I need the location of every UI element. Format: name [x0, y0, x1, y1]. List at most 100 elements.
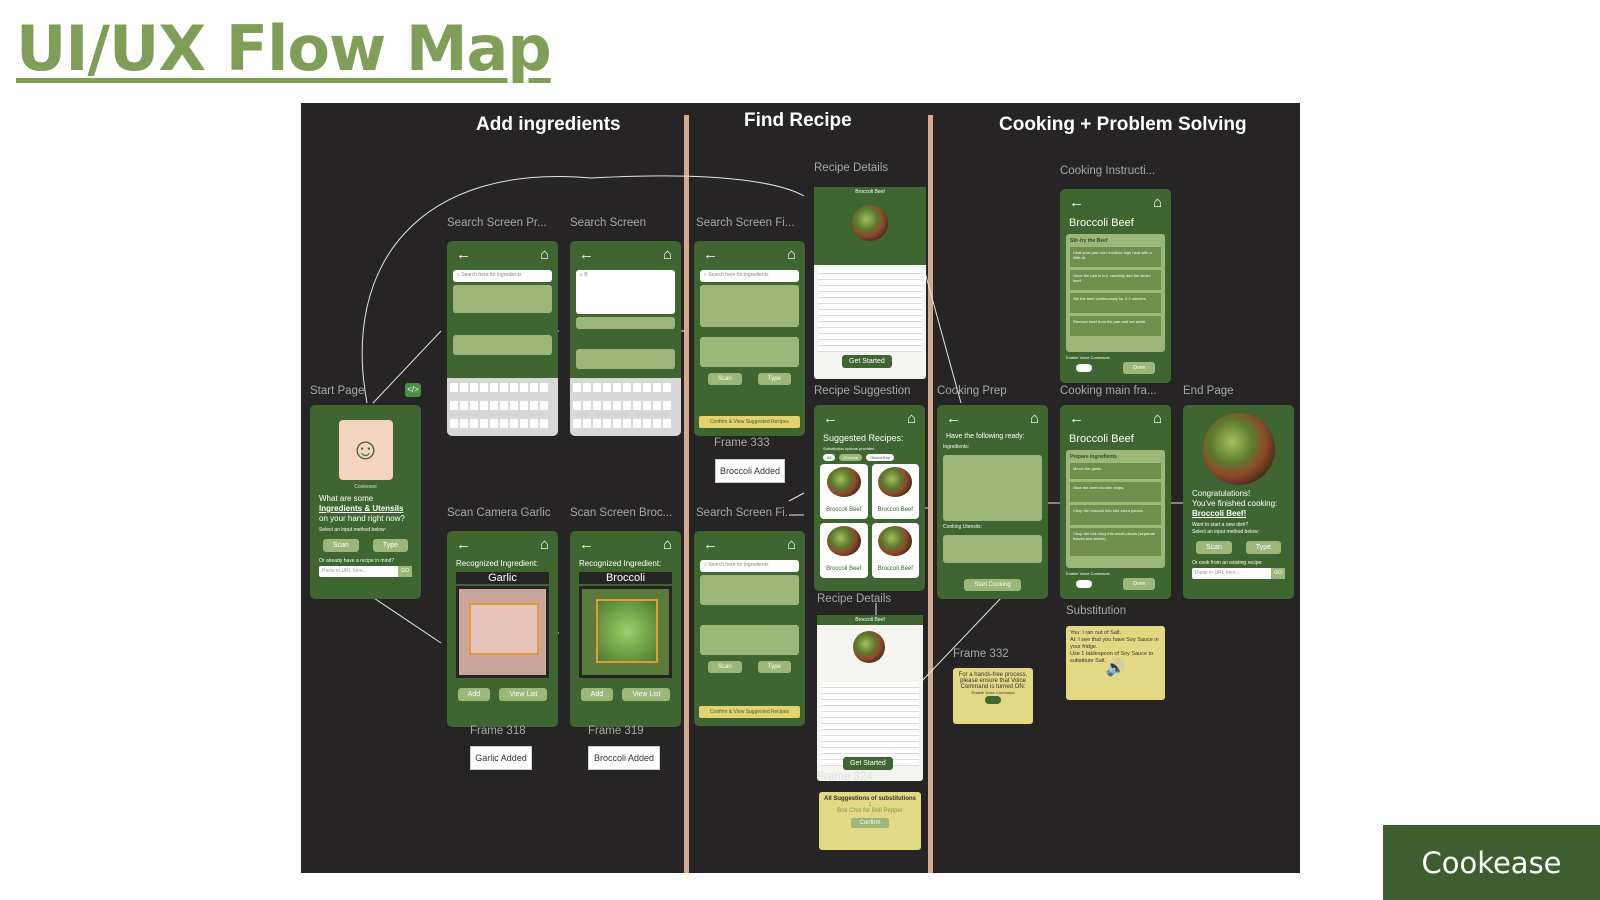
- keyboard[interactable]: [447, 378, 558, 436]
- frame-label-scan-broccoli: Scan Screen Broc...: [570, 507, 673, 519]
- voice-toggle[interactable]: [985, 696, 1001, 704]
- speaker-icon[interactable]: 🔊: [1105, 660, 1126, 677]
- back-arrow-icon[interactable]: ←: [823, 409, 838, 427]
- home-icon[interactable]: ⌂: [539, 245, 549, 263]
- scan-button[interactable]: Scan: [708, 373, 742, 385]
- frame-end-page[interactable]: Congratulations! You've finished cooking…: [1183, 405, 1294, 599]
- scan-button[interactable]: Scan: [708, 661, 742, 673]
- done-button[interactable]: Done: [1123, 362, 1156, 374]
- back-arrow-icon[interactable]: ←: [1069, 409, 1084, 427]
- code-icon: </>: [405, 383, 421, 397]
- home-icon[interactable]: ⌂: [1152, 193, 1162, 211]
- ingredients-list: [700, 285, 799, 327]
- add-button[interactable]: Add: [457, 688, 491, 701]
- frame-search-filled-2[interactable]: ← ⌂ ⌕ Search here for ingredients Scan Typ…: [694, 531, 805, 726]
- chat-ai-suggestion: Use 1 tablespoon of Soy Sauce to substit…: [1070, 651, 1154, 664]
- frame-search[interactable]: ← ⌂ ⌕ B: [570, 241, 681, 436]
- keyboard[interactable]: [570, 378, 681, 436]
- search-dropdown[interactable]: ⌕ B: [576, 270, 675, 314]
- frame-recipe-details-2[interactable]: Broccoli Beef Get Started: [817, 615, 923, 781]
- recipe-card[interactable]: Broccoli Beef: [871, 523, 919, 578]
- frame-recipe-suggestion[interactable]: ←⌂ Suggested Recipes: Substitution optio…: [814, 405, 925, 591]
- back-arrow-icon[interactable]: ←: [456, 535, 471, 553]
- back-arrow-icon[interactable]: ←: [456, 245, 471, 263]
- recipe-card-title: Broccoli Beef: [826, 566, 862, 572]
- recipe-card-title: Broccoli Beef: [826, 507, 862, 513]
- recipe-title: Broccoli Beef: [1069, 433, 1134, 445]
- frame-search-filled-1[interactable]: ← ⌂ ⌕ Search here for ingredients Scan Typ…: [694, 241, 805, 436]
- search-input[interactable]: ⌕ Search here for ingredients: [700, 560, 799, 572]
- prep-title: Have the following ready:: [946, 433, 1025, 440]
- voice-command-label: Enable Voice Command:: [1066, 571, 1111, 576]
- recipe-card[interactable]: Broccoli Beef: [820, 523, 868, 578]
- step-item: Once the pan is hot, carefully add the s…: [1070, 270, 1161, 290]
- type-button[interactable]: Type: [757, 373, 791, 385]
- back-arrow-icon[interactable]: ←: [579, 245, 594, 263]
- back-arrow-icon[interactable]: ←: [1069, 193, 1084, 211]
- voice-toggle[interactable]: [1075, 580, 1092, 588]
- step-item: Mince the garlic.: [1070, 463, 1161, 479]
- frame-search-pre[interactable]: ← ⌂ ⌕ Search here for ingredients: [447, 241, 558, 436]
- utensils-heading: Cooking Utensils:: [943, 524, 982, 530]
- finished-text: You've finished cooking:: [1192, 499, 1278, 508]
- back-arrow-icon[interactable]: ←: [579, 535, 594, 553]
- select-prompt: Select an input method below:: [319, 527, 386, 533]
- recognized-label: Recognized Ingredient:: [579, 559, 662, 568]
- back-arrow-icon[interactable]: ←: [946, 409, 961, 427]
- scan-button[interactable]: Scan: [1195, 541, 1232, 554]
- home-icon[interactable]: ⌂: [1152, 409, 1162, 427]
- home-icon[interactable]: ⌂: [906, 409, 916, 427]
- recipe-title: Broccoli Beef: [1069, 217, 1134, 229]
- dish-image: [852, 205, 888, 241]
- finished-dish: Broccoli Beef!: [1192, 509, 1247, 518]
- connector-start-to-details: [361, 175, 805, 404]
- filter-chinese[interactable]: Chinese: [839, 454, 863, 461]
- start-cooking-button[interactable]: Start Cooking: [964, 579, 1021, 591]
- home-icon[interactable]: ⌂: [662, 245, 672, 263]
- url-input[interactable]: Paste in URL here...: [1192, 568, 1271, 579]
- done-button[interactable]: Done: [1123, 578, 1156, 590]
- confirm-view-recipes-button[interactable]: Confirm & View Suggested Recipes: [699, 416, 800, 428]
- home-icon[interactable]: ⌂: [786, 245, 796, 263]
- frame-label-end: End Page: [1183, 385, 1234, 397]
- voice-toggle[interactable]: [1075, 364, 1092, 372]
- confirm-button[interactable]: Confirm: [851, 818, 889, 828]
- frame-start-page[interactable]: ☺ Cookease What are some Ingredients & U…: [310, 405, 421, 599]
- frame-label-333: Frame 333: [714, 437, 770, 449]
- home-icon[interactable]: ⌂: [662, 535, 672, 553]
- search-input[interactable]: ⌕ Search here for ingredients: [700, 270, 799, 282]
- confirm-view-recipes-button[interactable]: Confirm & View Suggested Recipes: [699, 706, 800, 718]
- back-arrow-icon[interactable]: ←: [703, 535, 718, 553]
- type-button[interactable]: Type: [1245, 541, 1282, 554]
- get-started-button[interactable]: Get Started: [842, 355, 892, 368]
- go-button[interactable]: GO: [1271, 568, 1285, 579]
- type-button[interactable]: Type: [372, 539, 409, 552]
- detection-box: [596, 599, 658, 663]
- home-icon[interactable]: ⌂: [1029, 409, 1039, 427]
- frame-recipe-details-1[interactable]: Broccoli Beef Get Started: [814, 187, 926, 379]
- search-input[interactable]: ⌕ Search here for ingredients: [453, 270, 552, 282]
- filter-gluten-free[interactable]: Gluten-free: [866, 454, 895, 461]
- url-input[interactable]: Paste in URL here...: [319, 566, 398, 577]
- get-started-button[interactable]: Get Started: [843, 757, 893, 770]
- home-icon[interactable]: ⌂: [539, 535, 549, 553]
- recipe-card[interactable]: Broccoli Beef: [871, 464, 919, 519]
- type-button[interactable]: Type: [757, 661, 791, 673]
- recipe-card[interactable]: Broccoli Beef: [820, 464, 868, 519]
- view-list-button[interactable]: View List: [499, 688, 548, 701]
- recipe-body: [818, 268, 922, 352]
- go-button[interactable]: GO: [398, 566, 412, 577]
- frame-cooking-instructions[interactable]: ←⌂ Broccoli Beef Stir-fry the Beef Heat …: [1060, 189, 1171, 383]
- filter-all[interactable]: All: [823, 454, 836, 461]
- frame-cooking-main[interactable]: ← ⌂ Broccoli Beef Prepare Ingredients Min…: [1060, 405, 1171, 599]
- new-dish-prompt: Want to start a new dish?: [1192, 522, 1249, 528]
- view-list-button[interactable]: View List: [622, 688, 671, 701]
- home-icon[interactable]: ⌂: [786, 535, 796, 553]
- back-arrow-icon[interactable]: ←: [703, 245, 718, 263]
- add-button[interactable]: Add: [580, 688, 614, 701]
- frame-cooking-prep[interactable]: ←⌂ Have the following ready: Ingredients…: [937, 405, 1048, 599]
- instruction-steps: Prepare Ingredients Mince the garlic. Sl…: [1066, 450, 1165, 568]
- scan-button[interactable]: Scan: [322, 539, 359, 552]
